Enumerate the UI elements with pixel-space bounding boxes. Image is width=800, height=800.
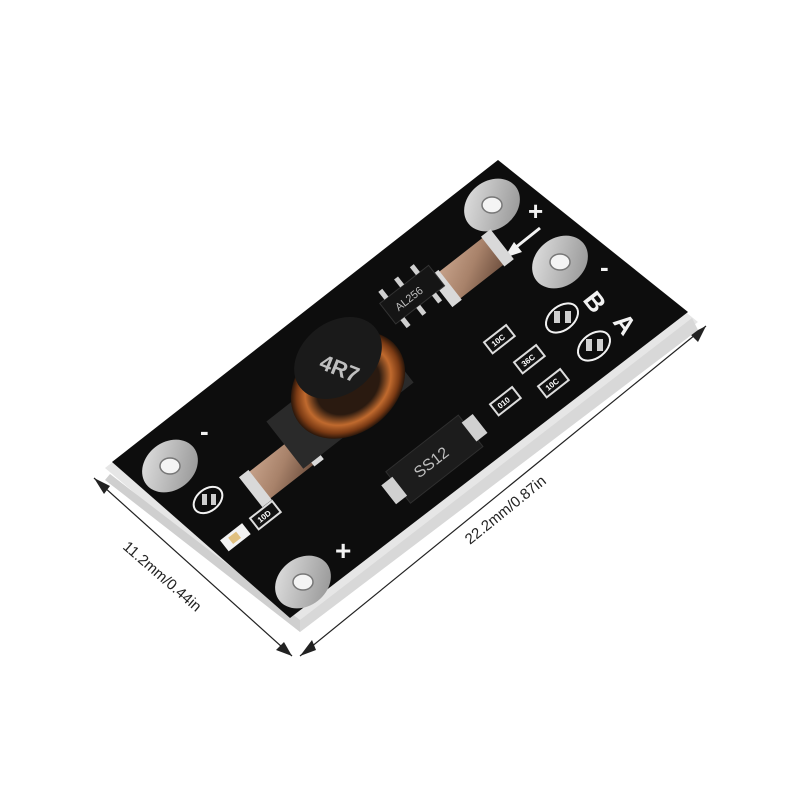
inductor: 4R7 xyxy=(266,317,414,469)
resistor: 36C xyxy=(512,343,547,375)
silk-plus-top: + xyxy=(528,196,543,226)
diode: SS12 xyxy=(381,413,488,505)
silk-minus-top: - xyxy=(600,252,609,282)
led xyxy=(220,523,251,552)
test-pad xyxy=(192,485,224,515)
resistor: 010 xyxy=(488,385,523,417)
pad-bottom-plus xyxy=(275,555,331,609)
pad-top-plus xyxy=(464,178,520,232)
silk-plus-bottom: + xyxy=(335,535,351,566)
jumper-pad-b xyxy=(545,302,579,334)
width-label: 11.2mm/0.44in xyxy=(119,538,204,615)
ic-chip: AL256 xyxy=(378,264,446,329)
pad-left-minus xyxy=(142,439,198,493)
pad-top-minus xyxy=(532,235,588,289)
silk-minus-left: - xyxy=(200,416,209,446)
jumper-pad-a xyxy=(577,330,611,362)
resistor: 10C xyxy=(536,367,571,399)
resistor: 10C xyxy=(482,323,517,355)
resistor: 10D xyxy=(248,499,283,531)
